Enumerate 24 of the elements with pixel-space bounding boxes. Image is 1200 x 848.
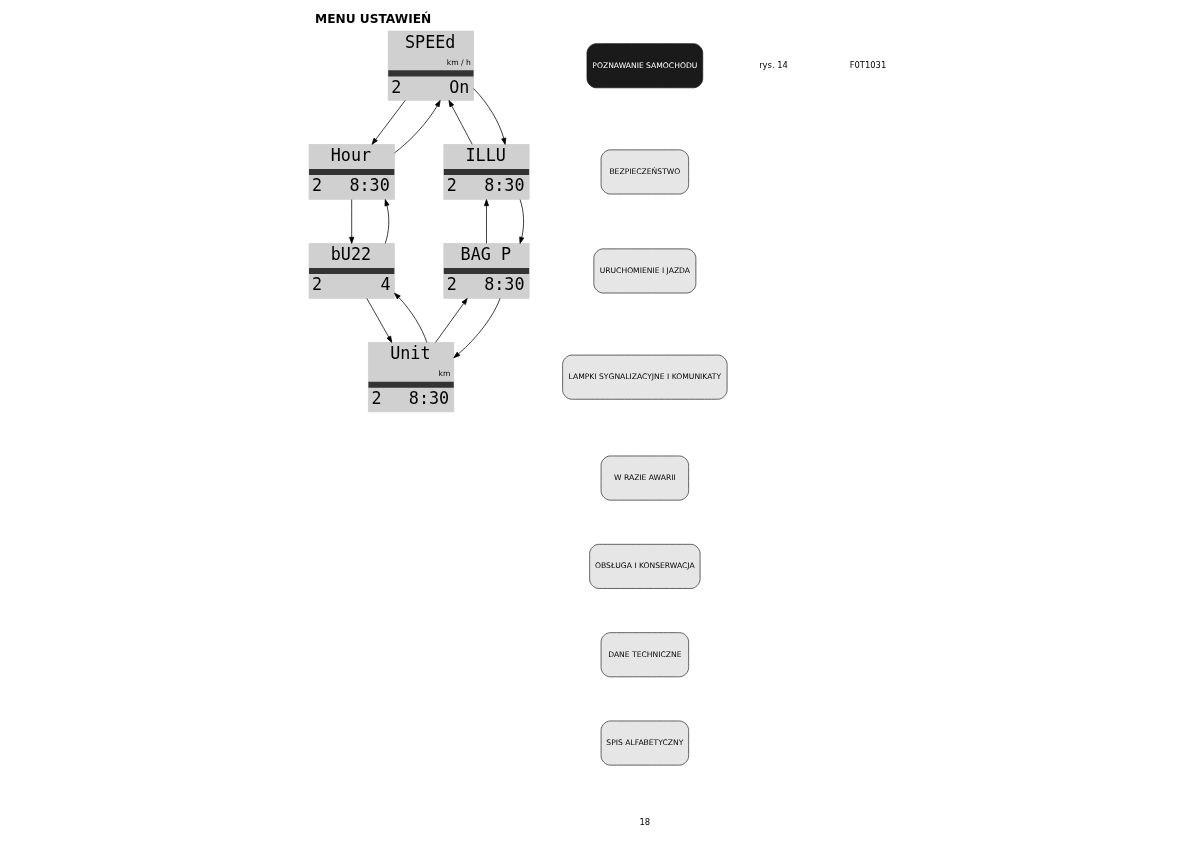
node-box: W RAZIE AWARII xyxy=(600,455,689,501)
arrow xyxy=(384,199,389,244)
arrow xyxy=(448,100,473,145)
node-box: DANE TECHNICZNE xyxy=(600,632,689,678)
arrow xyxy=(393,100,441,154)
arrow xyxy=(365,298,392,343)
label: F0T1031 xyxy=(849,59,886,70)
arrow xyxy=(483,199,489,244)
node-box: OBSŁUGA I KONSERWACJA xyxy=(588,543,700,589)
node-box: BEZPIECZEŃSTWO xyxy=(600,149,689,195)
diagram-title: MENU USTAWIEŃ xyxy=(314,12,431,27)
node-box: POZNAWANIE SAMOCHODU xyxy=(586,43,703,89)
arrow xyxy=(472,88,506,145)
label: rys. 14 xyxy=(758,59,788,70)
arrow xyxy=(371,100,406,145)
arrow xyxy=(434,298,468,343)
arrow xyxy=(348,199,354,244)
arrow xyxy=(452,298,500,359)
node-box: LAMPKI SYGNALIZACYJNE I KOMUNIKATY xyxy=(561,354,727,400)
arrow xyxy=(393,292,427,343)
node-box: URUCHOMIENIE I JAZDA xyxy=(592,248,696,294)
label: 18 xyxy=(639,817,650,828)
node-box: SPIS ALFABETYCZNY xyxy=(600,720,689,766)
arrow xyxy=(518,199,524,244)
